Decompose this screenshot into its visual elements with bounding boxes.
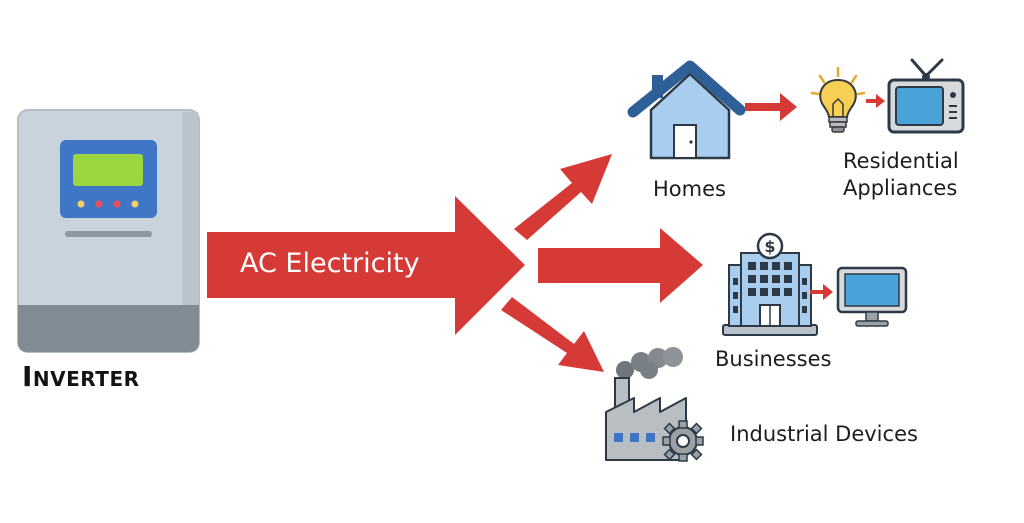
arrow-to-businesses (538, 228, 703, 303)
homes-label: Homes (653, 177, 726, 201)
television-icon (887, 58, 965, 134)
office-building-icon: $ (722, 232, 818, 336)
arrow-to-industrial (501, 297, 604, 372)
arrow-to-homes (514, 154, 612, 240)
residential-label-line2: Appliances (843, 176, 958, 200)
computer-monitor-icon (836, 266, 908, 327)
inverter-icon (17, 109, 200, 353)
svg-text:$: $ (764, 237, 775, 256)
arrow-business-to-monitor (810, 284, 833, 300)
ac-electricity-label: AC Electricity (240, 248, 420, 279)
arrow-bulb-to-tv (866, 94, 885, 108)
ac-electricity-arrow (207, 196, 525, 335)
industrial-label: Industrial Devices (730, 422, 918, 446)
arrow-homes-to-appliances (745, 93, 797, 121)
businesses-label: Businesses (715, 347, 832, 371)
gear-icon (662, 420, 704, 462)
inverter-label: Inverter (22, 360, 140, 393)
house-icon (627, 60, 746, 160)
residential-label-line1: Residential (843, 149, 959, 173)
lightbulb-icon (810, 66, 866, 133)
